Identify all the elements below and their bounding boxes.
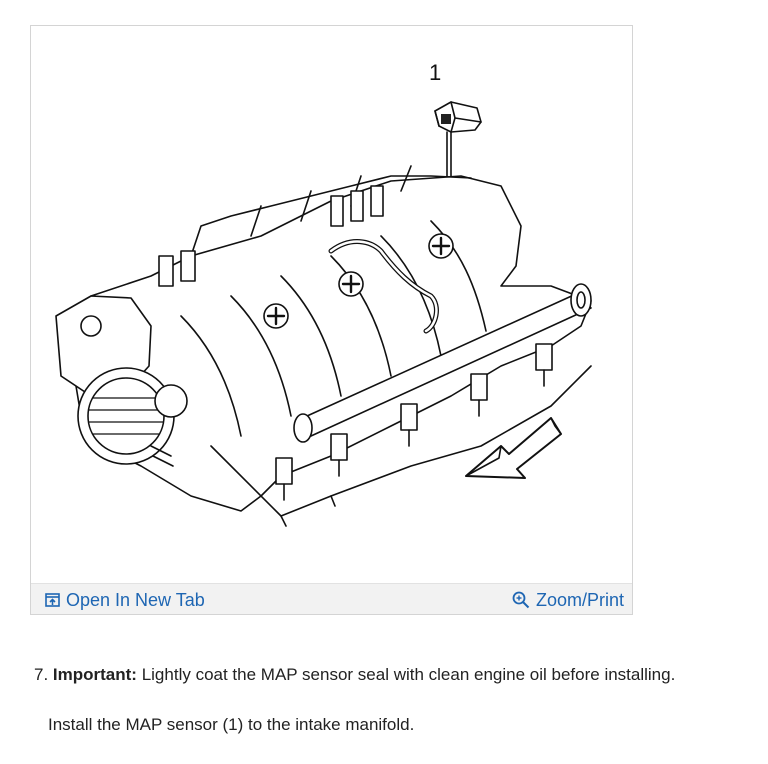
intake-manifold-illustration: 1 — [31, 26, 632, 582]
fuel-rail — [275, 283, 592, 501]
throttle-body — [55, 295, 188, 467]
step-number: 7. — [34, 665, 49, 684]
manifold-fasteners — [263, 233, 454, 329]
manifold-body — [70, 165, 592, 527]
step-7-important-note: 7. Important: Lightly coat the MAP senso… — [34, 665, 675, 685]
zoom-print-label: Zoom/Print — [535, 589, 624, 610]
important-label: Important: — [52, 665, 137, 684]
zoom-print-link[interactable]: Zoom/Print — [512, 588, 624, 612]
open-in-new-tab-label: Open In New Tab — [66, 589, 205, 610]
callout-number: 1 — [429, 60, 441, 85]
figure-toolbar: Open In New Tab Zoom/Print — [31, 583, 632, 614]
open-in-new-tab-link[interactable]: Open In New Tab — [45, 588, 205, 612]
figure-card: 1 — [30, 25, 633, 615]
front-direction-arrow — [465, 417, 562, 479]
important-text: Lightly coat the MAP sensor seal with cl… — [141, 665, 676, 684]
install-instruction: Install the MAP sensor (1) to the intake… — [48, 715, 415, 734]
zoom-magnifier-icon — [512, 591, 530, 609]
open-new-tab-icon — [45, 592, 60, 608]
